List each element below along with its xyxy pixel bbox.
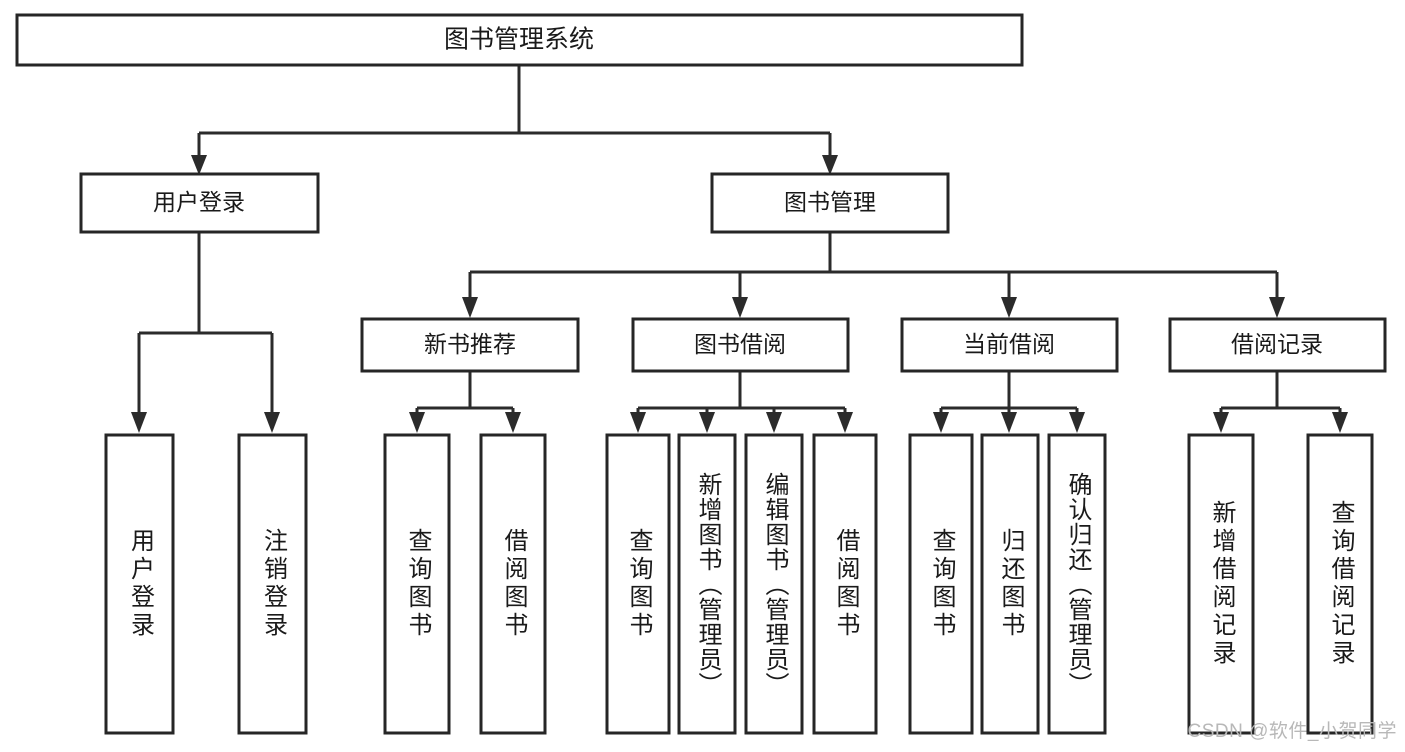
borrow-record-label: 借阅记录 — [1231, 331, 1323, 357]
borrow-record-box[interactable] — [1168, 317, 1387, 373]
book-manage-box[interactable] — [710, 172, 950, 234]
csdn-watermark: CSDN @软件_小贺同学 — [1187, 721, 1397, 742]
leaf-box-add-book-admin[interactable] — [677, 433, 737, 735]
leaf-boxes-layer — [104, 433, 1374, 735]
leaf-box-user-login[interactable] — [104, 433, 175, 735]
root-label: 图书管理系统 — [444, 26, 594, 54]
current-borrow-label: 当前借阅 — [963, 331, 1055, 357]
arrowhead-bookborrow-leaf-3 — [766, 412, 782, 433]
node-root-system[interactable]: 图书管理系统 — [15, 13, 1024, 67]
arrowhead-borrow-record — [1269, 297, 1285, 318]
book-manage-label: 图书管理 — [784, 189, 876, 215]
leaf-box-add-borrow-record[interactable] — [1187, 433, 1255, 735]
user-login-box[interactable] — [79, 172, 320, 234]
leaf-box-edit-book-admin[interactable] — [744, 433, 804, 735]
leaf-box-query-book-3[interactable] — [908, 433, 974, 735]
new-book-recommend-box[interactable] — [360, 317, 580, 373]
leaf-box-query-borrow-record[interactable] — [1306, 433, 1374, 735]
node-borrow-record[interactable]: 借阅记录 — [1168, 317, 1387, 373]
arrowhead-leaf-user-login — [131, 412, 147, 433]
node-current-borrow[interactable]: 当前借阅 — [900, 317, 1119, 373]
new-book-recommend-label: 新书推荐 — [424, 331, 516, 357]
arrowhead-bookborrow-leaf-4 — [837, 412, 853, 433]
node-new-book-recommend[interactable]: 新书推荐 — [360, 317, 580, 373]
arrowhead-leaf-logout — [264, 412, 280, 433]
leaf-box-borrow-book-2[interactable] — [812, 433, 878, 735]
node-book-manage[interactable]: 图书管理 — [710, 172, 950, 234]
leaf-box-logout[interactable] — [237, 433, 308, 735]
arrowhead-borrowrecord-leaf-2 — [1332, 412, 1348, 433]
arrowhead-book-manage — [822, 155, 838, 175]
arrowhead-currentborrow-leaf-2 — [1001, 412, 1017, 433]
connector-layer — [131, 65, 1348, 433]
arrowhead-newbook-leaf-2 — [505, 412, 521, 433]
leaf-box-borrow-book-1[interactable] — [479, 433, 547, 735]
user-login-label: 用户登录 — [153, 189, 245, 215]
arrowhead-bookborrow-leaf-1 — [630, 412, 646, 433]
arrowhead-user-login — [191, 155, 207, 175]
arrowhead-book-borrow — [732, 297, 748, 318]
leaf-box-confirm-return-admin[interactable] — [1047, 433, 1107, 735]
arrowhead-borrowrecord-leaf-1 — [1213, 412, 1229, 433]
arrowhead-newbook-leaf-1 — [409, 412, 425, 433]
arrowhead-currentborrow-leaf-3 — [1069, 412, 1085, 433]
leaf-box-query-book-2[interactable] — [605, 433, 671, 735]
current-borrow-box[interactable] — [900, 317, 1119, 373]
book-borrow-box[interactable] — [631, 317, 850, 373]
root-box[interactable] — [15, 13, 1024, 67]
leaf-box-query-book-1[interactable] — [383, 433, 451, 735]
node-book-borrow[interactable]: 图书借阅 — [631, 317, 850, 373]
arrowhead-bookborrow-leaf-2 — [699, 412, 715, 433]
book-borrow-label: 图书借阅 — [694, 331, 786, 357]
arrowhead-current-borrow — [1001, 297, 1017, 318]
node-user-login[interactable]: 用户登录 — [79, 172, 320, 234]
arrowhead-new-book — [462, 297, 478, 318]
leaf-box-return-book[interactable] — [980, 433, 1040, 735]
arrowhead-currentborrow-leaf-1 — [933, 412, 949, 433]
